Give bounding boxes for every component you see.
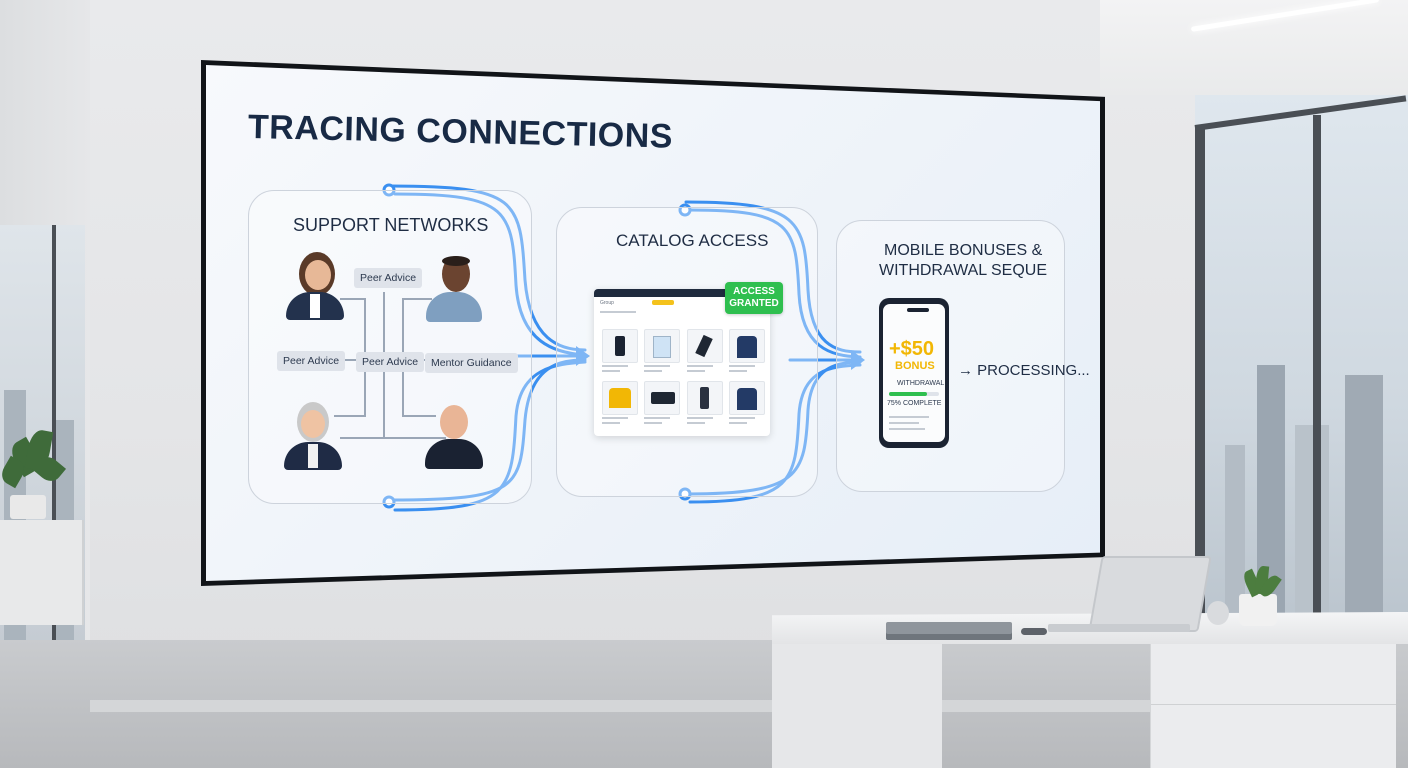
access-granted-badge: ACCESS GRANTED bbox=[725, 282, 783, 314]
withdrawal-progress-track bbox=[889, 392, 939, 396]
side-cabinet bbox=[0, 520, 84, 625]
connector-node-icon bbox=[382, 495, 396, 509]
processing-status: → PROCESSING... bbox=[958, 362, 1090, 379]
panel-title-catalog: CATALOG ACCESS bbox=[616, 231, 769, 250]
plant-pot-left bbox=[10, 495, 46, 519]
panel-title-mobile-line1: MOBILE BONUSES & bbox=[884, 242, 1043, 259]
laptop-screen bbox=[1088, 556, 1212, 632]
panel-mobile-bonuses bbox=[836, 220, 1065, 492]
tag-peer-advice-center: Peer Advice bbox=[356, 352, 425, 372]
flow-arrow-icon: → bbox=[958, 362, 973, 379]
book-stack bbox=[886, 622, 1012, 640]
laptop-base bbox=[1048, 624, 1190, 632]
tag-peer-advice-top: Peer Advice bbox=[354, 268, 423, 288]
panel-title-support: SUPPORT NETWORKS bbox=[293, 215, 489, 235]
desk-drawers bbox=[1150, 644, 1396, 768]
withdrawal-progress-fill bbox=[889, 392, 927, 396]
phone-mockup: +$50 BONUS WITHDRAWAL 75% COMPLETE bbox=[879, 298, 949, 448]
bonus-amount: +$50 bbox=[889, 338, 935, 360]
avatar-older-woman bbox=[283, 402, 353, 472]
browser-tab-label: Group bbox=[600, 300, 614, 306]
processing-text: PROCESSING... bbox=[977, 362, 1090, 379]
complete-label: 75% COMPLETE bbox=[887, 400, 942, 407]
avatar-woman bbox=[283, 252, 353, 322]
right-window bbox=[1194, 95, 1408, 655]
panel-title-mobile-line2: WITHDRAWAL SEQUE bbox=[879, 262, 1048, 279]
withdrawal-label: WITHDRAWAL bbox=[897, 380, 945, 387]
computer-mouse bbox=[1021, 628, 1047, 635]
small-vase bbox=[1207, 601, 1229, 625]
bonus-label: BONUS bbox=[895, 360, 935, 372]
tag-peer-advice-left: Peer Advice bbox=[277, 351, 346, 371]
desk-leg bbox=[772, 644, 942, 768]
avatar-older-man bbox=[424, 405, 494, 475]
tag-mentor-guidance: Mentor Guidance bbox=[425, 353, 518, 373]
plant-pot-right bbox=[1239, 594, 1277, 626]
avatar-man-beard bbox=[424, 256, 494, 326]
